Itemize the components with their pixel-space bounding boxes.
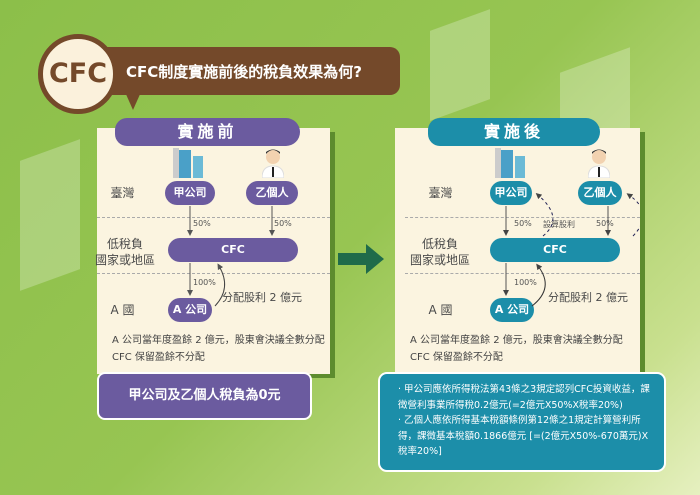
decoration	[430, 9, 490, 121]
note-2: CFC 保留盈餘不分配	[410, 352, 503, 363]
row-label-low-tax: 低稅負國家或地區	[95, 236, 155, 268]
dividend-label: 分配股利 2 億元	[548, 291, 628, 304]
low-tax-line1: 低稅負	[106, 237, 143, 251]
low-tax-line1: 低稅負	[421, 237, 458, 251]
company-a: A 公司	[168, 298, 212, 322]
divider	[405, 273, 640, 274]
low-tax-line2: 國家或地區	[409, 253, 470, 267]
row-label-a: A 國	[428, 303, 453, 317]
pct-a: 100%	[193, 278, 216, 287]
pct-yi: 50%	[596, 219, 614, 228]
company-jia: 甲公司	[490, 181, 532, 205]
row-label-taiwan: 臺灣	[110, 186, 135, 200]
row-label-low-tax: 低稅負國家或地區	[405, 236, 475, 268]
before-result: 甲公司及乙個人稅負為0元	[97, 372, 312, 420]
decoration	[20, 139, 80, 291]
row-label-taiwan: 臺灣	[428, 186, 453, 200]
row-label-a: A 國	[110, 303, 135, 317]
pct-yi: 50%	[274, 219, 292, 228]
divider	[97, 217, 330, 218]
person-yi: 乙個人	[246, 181, 298, 205]
building-icon	[495, 148, 525, 178]
low-tax-line2: 國家或地區	[95, 253, 156, 267]
note-1: A 公司當年度盈餘 2 億元，股東會決議全數分配	[112, 335, 325, 346]
person-icon	[588, 149, 610, 178]
cfc-badge: CFC	[38, 34, 118, 114]
result-yi: ‧ 乙個人應依所得基本稅額條例第12條之1規定計算營利所得，課徵基本稅額0.18…	[398, 415, 649, 457]
person-icon	[262, 149, 284, 178]
divider	[405, 217, 640, 218]
before-header: 實施前	[115, 118, 300, 146]
pct-jia: 50%	[193, 219, 211, 228]
pct-a: 100%	[514, 278, 537, 287]
bubble-tail	[125, 92, 141, 110]
company-a: A 公司	[490, 298, 534, 322]
cfc-node: CFC	[168, 238, 298, 262]
person-yi: 乙個人	[578, 181, 622, 205]
arrow-right-icon	[338, 244, 384, 274]
company-jia: 甲公司	[165, 181, 215, 205]
dividend-label: 分配股利 2 億元	[222, 291, 302, 304]
result-jia: ‧ 甲公司應依所得稅法第43條之3規定認列CFC投資收益，課徵營利事業所得稅0.…	[398, 384, 650, 411]
note-2: CFC 保留盈餘不分配	[112, 352, 205, 363]
page-title: CFC制度實施前後的稅負效果為何?	[126, 63, 362, 81]
deemed-dividend-label: 設算股利	[543, 220, 575, 229]
building-icon	[173, 148, 203, 178]
pct-jia: 50%	[514, 219, 532, 228]
cfc-node: CFC	[490, 238, 620, 262]
after-result: ‧ 甲公司應依所得稅法第43條之3規定認列CFC投資收益，課徵營利事業所得稅0.…	[378, 372, 666, 472]
after-header: 實施後	[428, 118, 600, 146]
divider	[97, 273, 330, 274]
before-arrows	[187, 206, 275, 307]
note-1: A 公司當年度盈餘 2 億元，股東會決議全數分配	[410, 335, 623, 346]
after-arrows	[503, 193, 640, 307]
